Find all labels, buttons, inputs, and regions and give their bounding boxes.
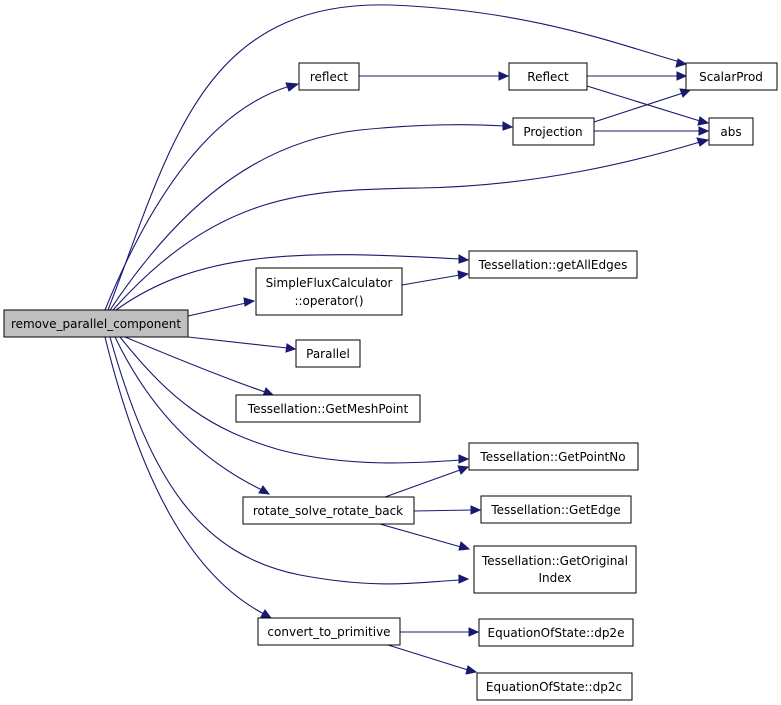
node-Tessellation-GetMeshPoint-label: Tessellation::GetMeshPoint <box>247 402 409 416</box>
edge-root-to-rotate_solve_rotate_back <box>114 336 271 495</box>
node-remove-parallel-component[interactable]: remove_parallel_component <box>3 309 189 338</box>
node-EquationOfState-dp2c[interactable]: EquationOfState::dp2c <box>476 672 633 701</box>
edge-Reflect-to-abs <box>586 85 710 126</box>
node-Tessellation-getAllEdges-label: Tessellation::getAllEdges <box>478 258 628 272</box>
edge-convert-to-dp2c <box>387 644 478 675</box>
edge-root-to-reflect <box>104 82 300 311</box>
node-convert-to-primitive[interactable]: convert_to_primitive <box>257 617 401 646</box>
node-abs-label: abs <box>720 125 741 139</box>
edge-root-to-convert_to_primitive <box>104 336 273 619</box>
edge-convert-to-dp2e <box>400 627 480 637</box>
node-Tessellation-GetPointNo-label: Tessellation::GetPointNo <box>479 450 625 464</box>
edge-root-to-getAllEdges <box>115 254 470 311</box>
node-Reflect-label: Reflect <box>527 70 569 84</box>
node-EquationOfState-dp2e[interactable]: EquationOfState::dp2e <box>478 618 634 647</box>
node-Tessellation-GetPointNo[interactable]: Tessellation::GetPointNo <box>468 442 639 471</box>
node-SimpleFluxCalculator-label-line1: SimpleFluxCalculator <box>266 276 393 290</box>
edge-Projection-to-abs <box>594 126 710 136</box>
edge-root-to-GetOriginalIndex <box>109 336 470 585</box>
node-remove-parallel-component-label: remove_parallel_component <box>11 317 181 331</box>
edge-rotate-to-GetPointNo <box>384 465 470 498</box>
node-Tessellation-GetEdge-label: Tessellation::GetEdge <box>490 503 620 517</box>
edge-root-to-Projection <box>109 121 514 311</box>
node-Parallel-label: Parallel <box>306 347 350 361</box>
node-Tessellation-GetOriginalIndex-label-line1: Tessellation::GetOriginal <box>481 554 628 568</box>
edge-Reflect-to-ScalarProd <box>587 71 688 81</box>
node-rotate-solve-rotate-back[interactable]: rotate_solve_rotate_back <box>242 496 415 525</box>
edge-rotate-to-GetEdge <box>413 505 482 515</box>
edge-root-to-Parallel <box>187 336 297 353</box>
node-SimpleFluxCalculator-label-line2: ::operator() <box>294 294 363 308</box>
node-rotate-solve-rotate-back-label: rotate_solve_rotate_back <box>253 504 403 518</box>
node-reflect-label: reflect <box>310 70 349 84</box>
node-Tessellation-GetOriginalIndex[interactable]: Tessellation::GetOriginal Index <box>473 545 637 594</box>
node-Reflect[interactable]: Reflect <box>508 62 588 91</box>
node-Projection-label: Projection <box>523 125 582 139</box>
edge-root-to-GetPointNo <box>119 336 470 464</box>
node-convert-to-primitive-label: convert_to_primitive <box>267 625 390 639</box>
node-EquationOfState-dp2e-label: EquationOfState::dp2e <box>488 626 625 640</box>
node-EquationOfState-dp2c-label: EquationOfState::dp2c <box>486 680 622 694</box>
node-abs[interactable]: abs <box>708 117 754 146</box>
edge-root-to-GetMeshPoint <box>124 336 275 397</box>
edge-Projection-to-ScalarProd <box>593 88 692 123</box>
node-ScalarProd-label: ScalarProd <box>699 70 763 84</box>
node-SimpleFluxCalculator-operator[interactable]: SimpleFluxCalculator ::operator() <box>255 267 403 316</box>
node-Tessellation-getAllEdges[interactable]: Tessellation::getAllEdges <box>468 250 638 279</box>
node-Parallel[interactable]: Parallel <box>295 339 361 368</box>
edge-root-to-SimpleFluxCalculator <box>187 297 256 317</box>
node-Tessellation-GetOriginalIndex-label-line2: Index <box>538 571 571 585</box>
edge-reflect-to-Reflect <box>359 71 510 81</box>
edge-root-to-ScalarProd <box>107 4 688 311</box>
edge-SimpleFluxCalculator-to-getAllEdges <box>401 270 470 286</box>
node-Tessellation-GetMeshPoint[interactable]: Tessellation::GetMeshPoint <box>235 394 421 423</box>
node-ScalarProd[interactable]: ScalarProd <box>685 62 778 91</box>
edge-root-to-abs <box>112 137 710 311</box>
node-Projection[interactable]: Projection <box>512 117 595 146</box>
edge-rotate-to-GetOriginalIndex <box>379 523 471 551</box>
node-Tessellation-GetEdge[interactable]: Tessellation::GetEdge <box>480 495 632 524</box>
node-reflect[interactable]: reflect <box>298 62 360 91</box>
